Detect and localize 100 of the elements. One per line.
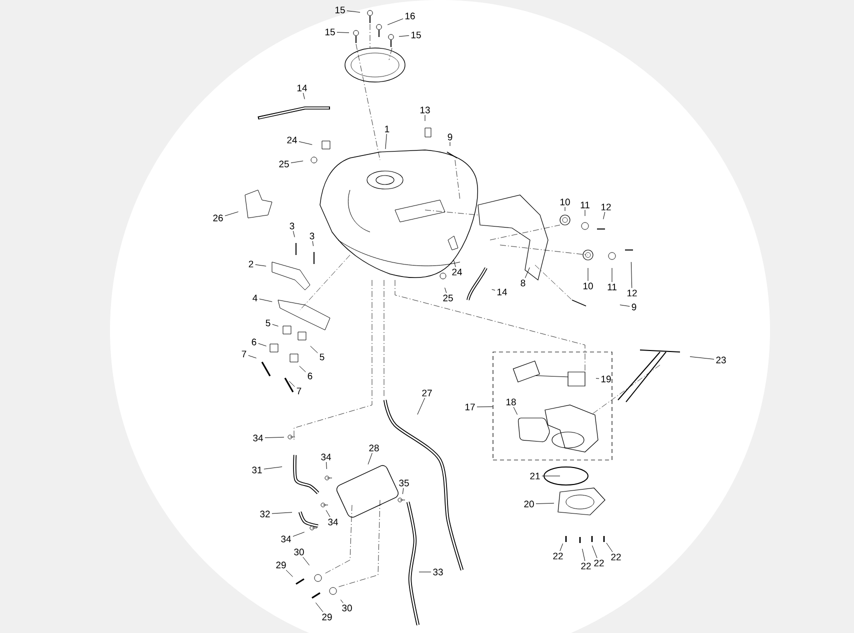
leader-line [564, 206, 566, 212]
callout-number: 14 [297, 84, 307, 92]
callout-number: 26 [213, 214, 223, 222]
leader-line [224, 212, 239, 216]
leader-line [476, 406, 493, 408]
callout-number: 3 [290, 222, 294, 230]
leader-line [302, 92, 305, 100]
leader-line [368, 452, 372, 465]
leader-line [620, 304, 630, 307]
leader-line [299, 366, 306, 372]
leader-line [492, 289, 496, 290]
leader-line [310, 346, 318, 354]
callout-number: 9 [632, 304, 636, 310]
leader-line [453, 260, 456, 268]
leader-line [248, 355, 257, 358]
callout-number: 4 [252, 294, 258, 302]
callout-number: 20 [524, 500, 534, 508]
callout-number: 31 [252, 466, 262, 474]
leader-line [690, 356, 714, 360]
leader-line [302, 556, 310, 566]
leader-line [312, 240, 314, 246]
leader-line [336, 32, 350, 33]
callout-number: 25 [279, 160, 289, 168]
leader-line [592, 545, 598, 558]
leader-line [630, 262, 632, 288]
leader-line [286, 570, 294, 577]
leader-line [292, 230, 295, 238]
leader-line [259, 298, 272, 302]
callout-number: 34 [253, 434, 263, 442]
callout-number: 11 [608, 284, 616, 290]
callout-number: 15 [335, 6, 345, 14]
callout-number: 3 [310, 232, 314, 240]
callout-number: 29 [276, 562, 286, 568]
leader-line [560, 543, 564, 552]
callout-number: 21 [530, 472, 540, 480]
callout-number: 12 [627, 290, 637, 296]
leader-line [255, 264, 266, 266]
callout-number: 28 [369, 444, 379, 452]
callout-number: 30 [294, 548, 304, 556]
callout-number: 12 [601, 204, 611, 210]
callout-number: 22 [553, 552, 563, 560]
callout-number: 6 [252, 338, 256, 346]
callout-number: 10 [583, 282, 593, 290]
leader-line [290, 160, 304, 164]
callout-number: 7 [296, 388, 302, 394]
callout-number: 25 [443, 294, 453, 302]
callout-number: 29 [322, 614, 332, 620]
leader-line [424, 114, 426, 122]
leader-line [340, 600, 344, 604]
callout-number: 1 [385, 126, 390, 132]
callout-number: 32 [260, 510, 270, 518]
callout-number: 35 [399, 480, 409, 486]
callout-number: 16 [405, 12, 415, 20]
leader-line [264, 436, 284, 438]
leader-line [402, 488, 404, 494]
callout-number: 22 [581, 562, 591, 570]
callout-number: 18 [506, 398, 516, 406]
callout-number: 8 [520, 280, 526, 286]
callout-number: 13 [420, 106, 430, 114]
leader-line [603, 212, 606, 220]
callout-number: 6 [308, 372, 312, 380]
callout-number: 9 [448, 134, 452, 140]
callout-number: 7 [242, 350, 246, 358]
leader-line [326, 510, 330, 518]
leader-line [596, 378, 600, 379]
callout-number: 2 [248, 260, 254, 268]
leader-line [272, 512, 292, 514]
callout-number: 34 [281, 536, 291, 542]
callout-number: 11 [580, 202, 590, 208]
callout-number: 33 [433, 568, 443, 576]
callout-number: 19 [601, 376, 611, 382]
leader-line [385, 134, 387, 150]
callout-number: 5 [320, 354, 324, 360]
callout-number: 15 [411, 32, 421, 38]
leader-line [584, 210, 586, 216]
dashed-box [492, 352, 612, 460]
callout-number: 24 [452, 268, 462, 276]
leader-line [346, 10, 360, 13]
callout-number: 14 [497, 288, 507, 296]
callout-number: 22 [611, 554, 621, 560]
leader-line [582, 548, 586, 562]
callout-number: 17 [465, 404, 475, 410]
leader-line [272, 324, 279, 326]
leader-line [315, 602, 324, 612]
leader-line [398, 35, 410, 37]
callout-number: 23 [716, 356, 726, 364]
callout-number: 10 [560, 198, 570, 206]
leader-line [298, 141, 312, 145]
leader-line [258, 343, 267, 346]
leader-line [289, 381, 295, 387]
callout-number: 5 [266, 320, 270, 326]
leader-line [264, 466, 282, 470]
callout-number: 34 [328, 518, 338, 526]
callout-number: 30 [342, 604, 352, 612]
leader-line [524, 267, 530, 278]
leader-line [292, 532, 305, 537]
callout-number: 27 [422, 390, 432, 396]
callout-number: 24 [287, 136, 297, 144]
callout-number: 22 [594, 560, 604, 566]
callout-number: 15 [325, 28, 335, 36]
